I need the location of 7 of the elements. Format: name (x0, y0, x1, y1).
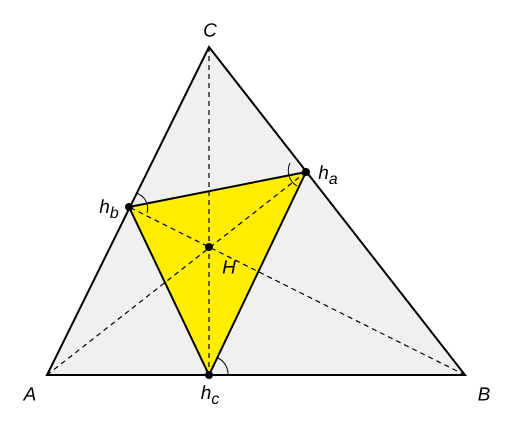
point-label: C (203, 22, 217, 40)
point-label: B (478, 386, 490, 404)
point-label: h$_{b}$ (99, 198, 119, 222)
point-label: A (24, 386, 36, 404)
point-label: h$_{c}$ (200, 384, 220, 408)
point-label: H (222, 258, 236, 278)
point-label: h$_{a}$ (318, 164, 338, 188)
